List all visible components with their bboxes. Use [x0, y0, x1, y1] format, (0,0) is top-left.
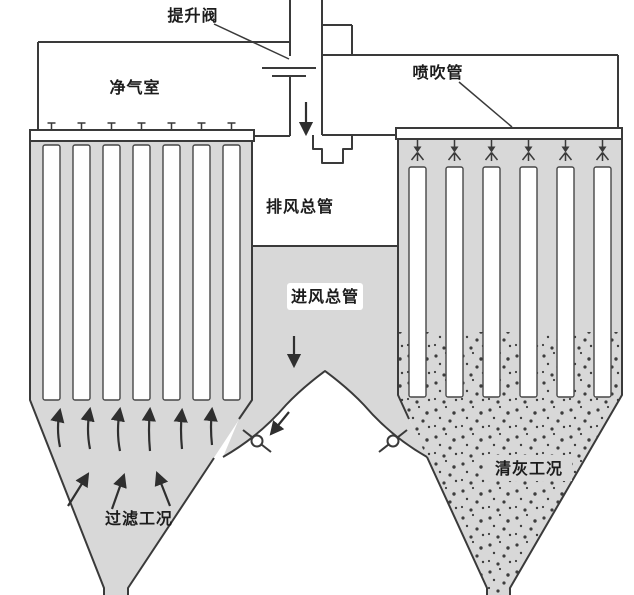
filtering-flow-arrows: [50, 406, 218, 510]
right-filter-bags: [408, 166, 612, 398]
inlet-label-chip: [287, 283, 363, 310]
valve-body: [386, 434, 400, 448]
blow-pipe-assembly: [395, 127, 623, 161]
filter-bag: [72, 144, 91, 401]
valve-symbol-right: [378, 429, 408, 453]
up-arrow: [110, 406, 125, 452]
clean-gas-chamber-box: [37, 41, 290, 130]
closed-outlet-valve-seat: [312, 135, 353, 164]
filter-bag: [162, 144, 181, 401]
exhaust-duct-walls: [254, 76, 291, 137]
cleaning-label-chip: [486, 455, 572, 481]
label-exhaust-main-duct: 排风总管: [266, 197, 334, 216]
lift-valve-disc: [262, 67, 316, 77]
label-clean-gas-chamber: 净气室: [109, 78, 160, 97]
right-chamber-walls: [397, 139, 623, 595]
riser-pipe: [289, 0, 323, 56]
valve-symbol-left: [242, 429, 272, 453]
label-lift-valve: 提升阀: [167, 6, 218, 25]
blow-pipe-leader-line: [458, 81, 513, 128]
left-tube-sheet: [29, 122, 255, 142]
valve-body: [250, 434, 264, 448]
left-chamber-walls: [29, 141, 253, 595]
filter-bag: [192, 144, 211, 401]
tube-sheet-bar: [29, 129, 255, 142]
label-cleaning-condition: 清灰工况: [495, 459, 563, 478]
up-arrow: [203, 406, 218, 446]
inlet-duct-branch-edges: [222, 370, 428, 458]
structure-outlines: [29, 0, 623, 595]
slant-arrow: [110, 472, 127, 510]
slant-arrow: [154, 471, 172, 507]
inlet-duct-region: [223, 246, 427, 457]
up-arrow: [141, 406, 156, 452]
label-inlet-main-duct: 进风总管: [291, 287, 359, 306]
label-blow-pipe: 喷吹管: [412, 63, 463, 82]
lift-valve-leader-line: [213, 23, 290, 60]
nozzle-stems-and-sprays: [410, 139, 610, 161]
filter-bag: [102, 144, 121, 401]
filter-bag: [593, 166, 612, 398]
diagram-labels: 提升阀 净气室 喷吹管 排风总管 进风总管 过滤工况 清灰工况: [105, 6, 563, 528]
bag-hanger-pins: [47, 122, 236, 130]
up-arrow: [80, 406, 95, 450]
up-arrow: [50, 407, 65, 448]
branch-arrow: [269, 411, 290, 436]
filter-bag: [408, 166, 427, 398]
filter-bag: [42, 144, 61, 401]
label-filtering-condition: 过滤工况: [105, 509, 173, 528]
filter-bag: [482, 166, 501, 398]
slant-arrow: [67, 472, 90, 507]
filter-bag: [519, 166, 538, 398]
filter-bag: [556, 166, 575, 398]
branch-valves: [242, 429, 408, 453]
left-filter-bags: [42, 144, 241, 401]
filter-bag: [132, 144, 151, 401]
up-arrow: [173, 407, 188, 450]
filter-bag: [445, 166, 464, 398]
duct-flow-arrows: [269, 102, 314, 436]
label-annotations: [213, 23, 572, 481]
filter-bag: [222, 144, 241, 401]
blow-pipe-bar: [395, 127, 623, 140]
blow-pipe-box: [321, 24, 619, 136]
